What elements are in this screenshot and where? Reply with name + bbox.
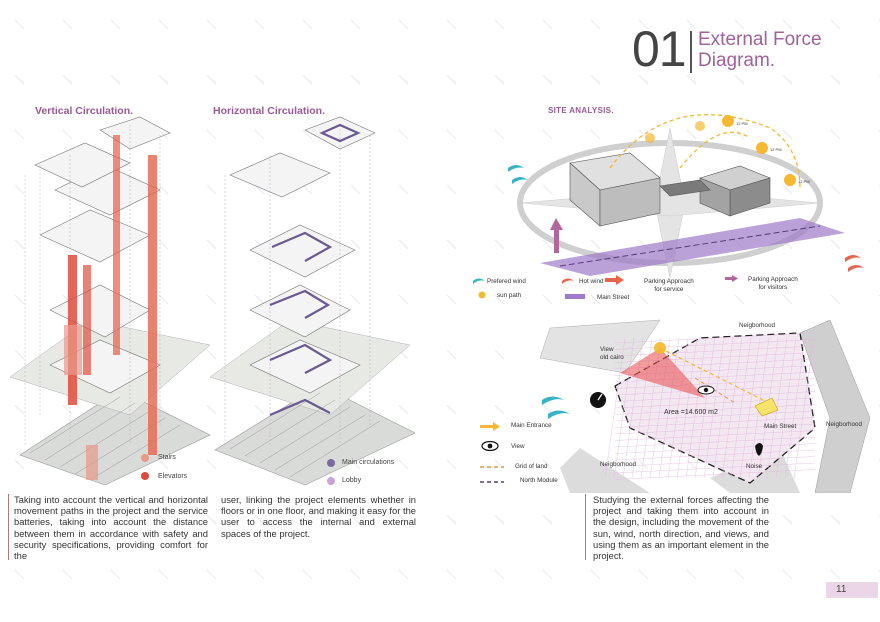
- legend-parking-visitors: Parking Approach for visitors: [748, 276, 798, 291]
- legend-stairs: Stairs: [158, 454, 176, 461]
- horizontal-circulation-diagram: [210, 116, 415, 485]
- plan-legend-icons: [480, 422, 504, 483]
- view-cone: [620, 348, 705, 398]
- prefered-wind-arrows: [508, 165, 528, 184]
- legend-main-street: Main Street: [597, 294, 630, 301]
- paragraph-middle: user, linking the project elements wheth…: [221, 494, 416, 539]
- horizontal-legend-swatches: [327, 459, 335, 485]
- label-neighborhood-bottom: Neigborhood: [600, 461, 637, 468]
- legend-lobby: Lobby: [342, 477, 362, 484]
- site-analysis-diagram: 12 PM 12 PM 12 PM: [508, 114, 864, 279]
- label-view-old-cairo: View old cairo: [600, 346, 624, 361]
- sun-positions: [645, 115, 796, 186]
- view-eye-icon: [697, 385, 715, 395]
- label-area: Area =14.600 m2: [664, 409, 718, 416]
- section-number: 01: [632, 21, 687, 77]
- north-icon: [590, 392, 606, 408]
- parking-service-arrow: [554, 228, 559, 253]
- main-circulation-paths: [269, 123, 361, 417]
- label-main-street: Main Street: [764, 423, 797, 430]
- sun-label-2: 12 PM: [770, 147, 782, 152]
- horizontal-circulation-title: Horizontal Circulation.: [213, 105, 326, 117]
- header-divider: [690, 31, 692, 73]
- paragraph-rule-right: [585, 494, 586, 560]
- main-entrance-marker: [754, 397, 779, 417]
- page-number-box: [826, 582, 878, 598]
- hot-wind-arrows: [845, 255, 864, 272]
- legend-prefered-wind: Prefered wind: [487, 278, 526, 285]
- legend-north-module: North Module: [520, 477, 558, 484]
- main-street: [540, 218, 845, 276]
- noise-icon: [755, 443, 763, 456]
- sun-label-3: 12 PM: [798, 179, 810, 184]
- sun-path: [609, 114, 801, 189]
- legend-main-entrance: Main Entrance: [511, 422, 552, 429]
- label-neighborhood-right: Neigborhood: [826, 421, 863, 428]
- vertical-circulation-title: Vertical Circulation.: [35, 105, 134, 117]
- page-title-line1: External Force: [698, 29, 822, 50]
- page-number: 11: [836, 584, 847, 595]
- legend-parking-service: Parking Approach for service: [644, 278, 694, 293]
- paragraph-rule-left: [8, 494, 9, 560]
- legend-hot-wind: Hot wind: [579, 278, 604, 285]
- vertical-circulation-diagram: [10, 116, 210, 485]
- site-analysis-title: SITE ANALYSIS.: [548, 106, 614, 115]
- legend-grid-of-land: Grid of land: [515, 463, 548, 470]
- paragraph-left: Taking into account the vertical and hor…: [14, 494, 208, 562]
- vertical-legend-swatches: [141, 454, 149, 480]
- floor-plates: [229, 116, 376, 394]
- paragraph-right: Studying the external forces affecting t…: [593, 494, 769, 562]
- label-neighborhood-top: Neigborhood: [739, 322, 776, 329]
- legend-view: View: [511, 443, 525, 450]
- legend-sun-path: sun path: [497, 292, 522, 299]
- sun-label-1: 12 PM: [736, 121, 748, 126]
- legend-elevators: Elevators: [158, 473, 188, 480]
- wind-arrows: [542, 396, 570, 419]
- page-title-line2: Diagram.: [698, 50, 776, 71]
- legend-main-circulations: Main circulations: [342, 459, 395, 466]
- site-buildings: [569, 152, 771, 227]
- site-legend-icons: [473, 275, 738, 299]
- site-plan-diagram: [539, 319, 870, 493]
- label-noise: Noise: [746, 463, 763, 470]
